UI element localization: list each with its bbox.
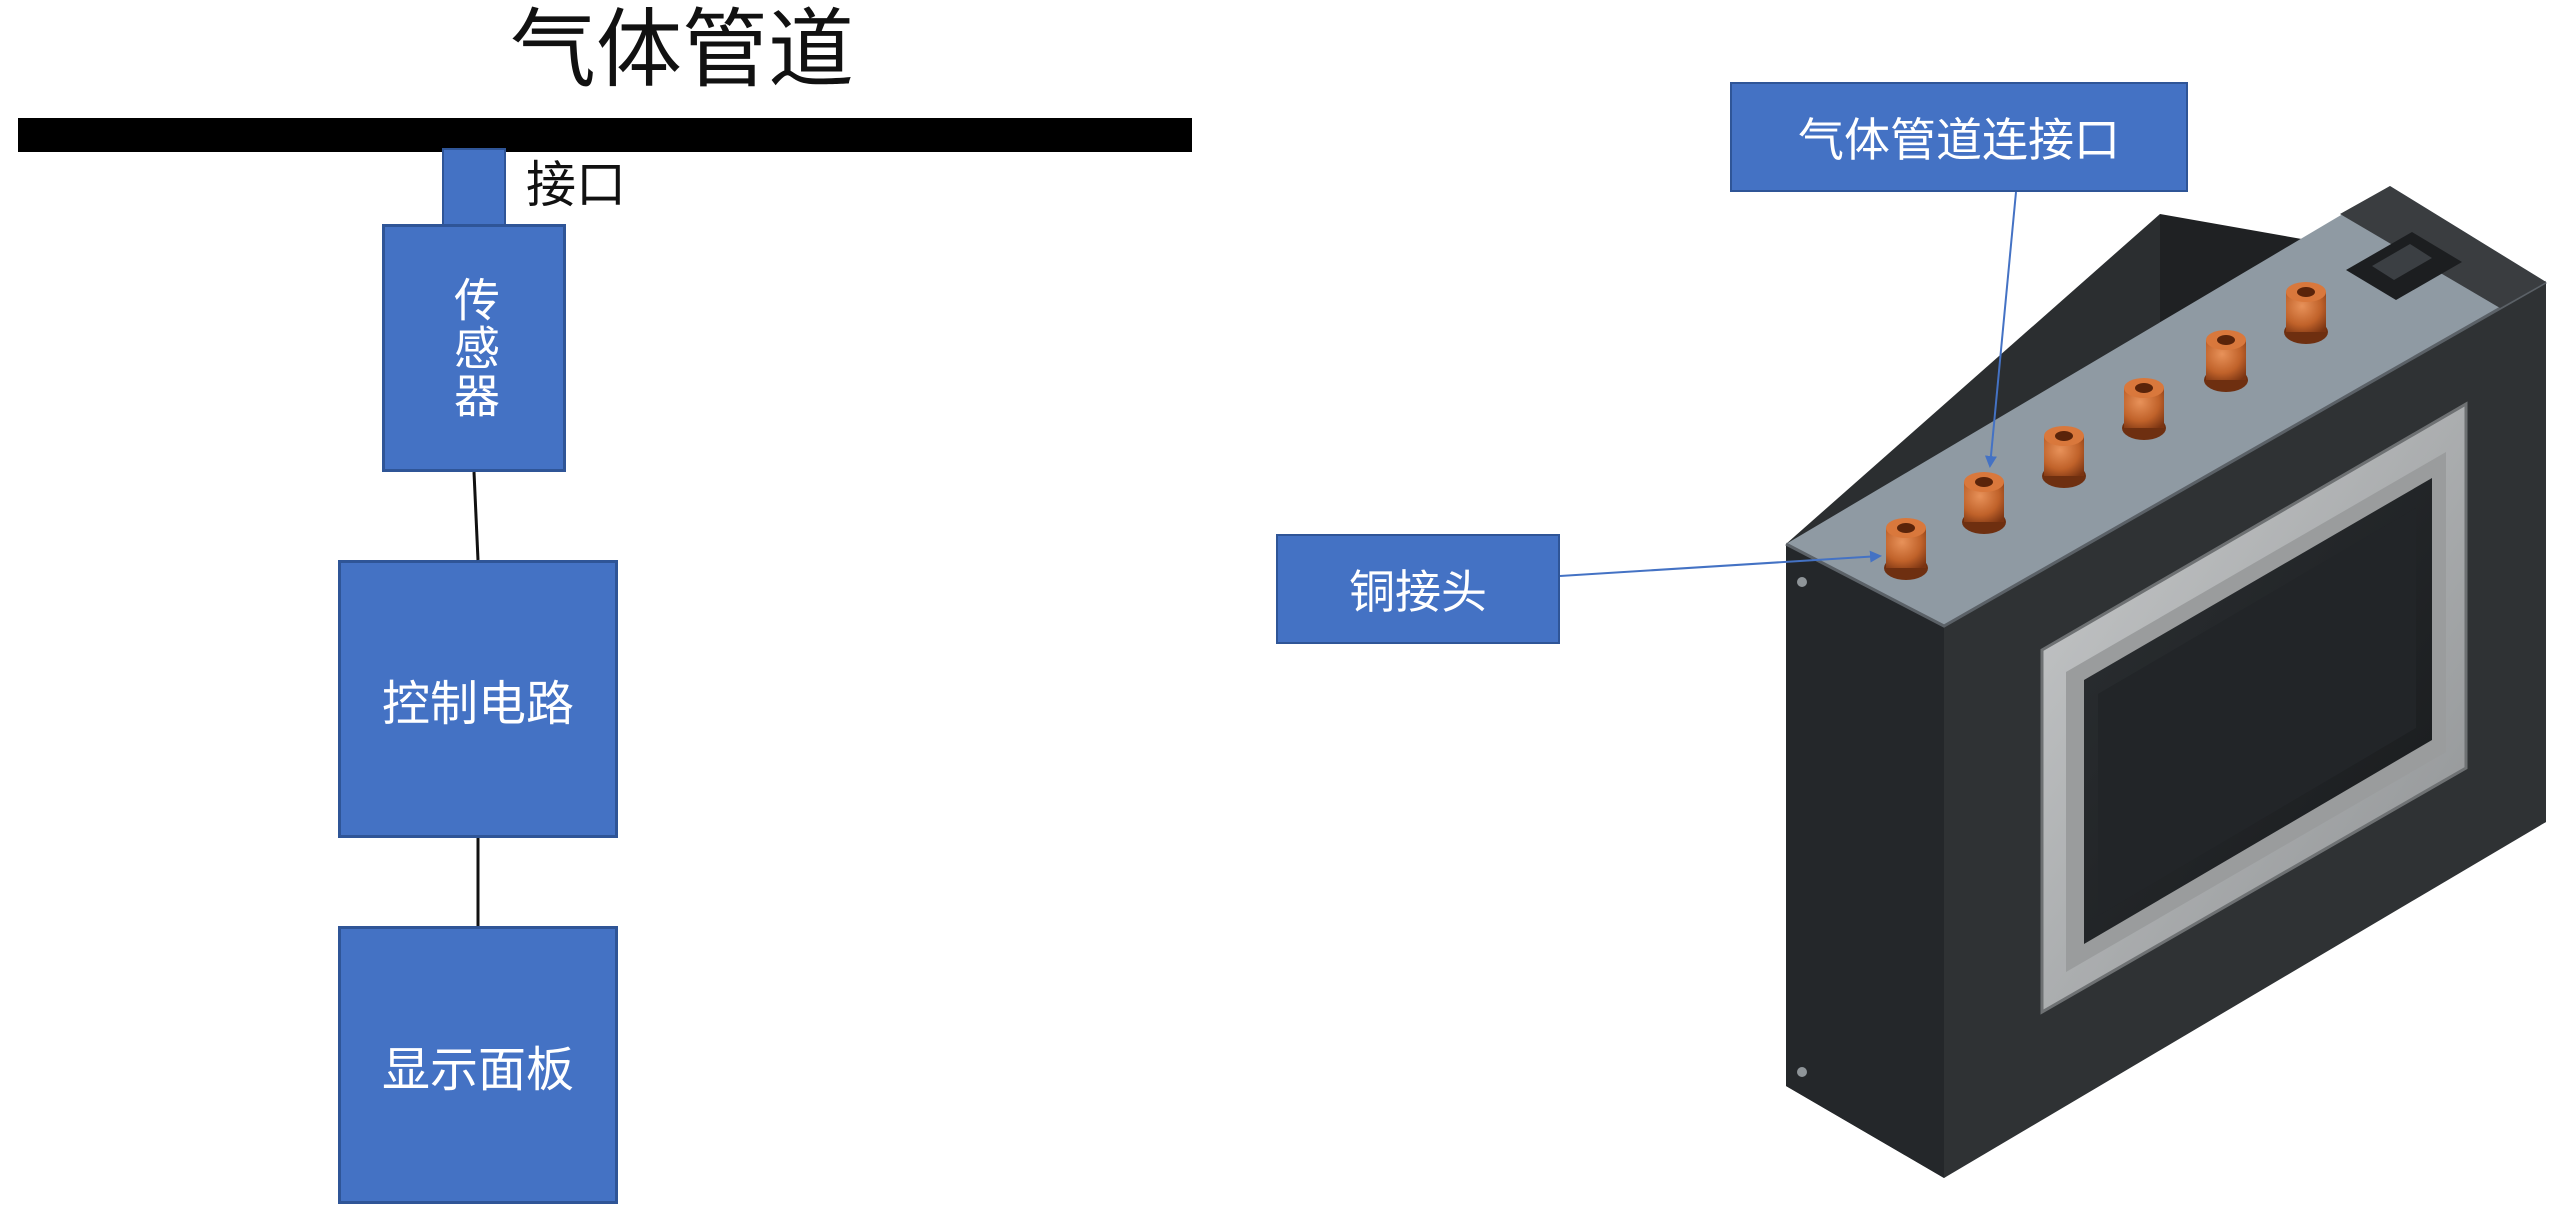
device-side-face <box>2160 214 2546 1006</box>
interface-block <box>442 148 506 226</box>
copper-fitting <box>2042 426 2086 488</box>
sensor-label: 传感器 <box>447 276 501 420</box>
copper-fittings-group <box>1884 282 2328 580</box>
power-socket-icon <box>2346 232 2462 300</box>
screw-icon <box>1797 577 1807 587</box>
device-top-face <box>1786 186 2546 626</box>
screw-icon <box>1797 1067 1807 1077</box>
copper-fitting <box>1962 472 2006 534</box>
screen-bezel <box>2040 401 2468 1015</box>
copper-fitting <box>2284 282 2328 344</box>
pipe-connection-callout-label: 气体管道连接口 <box>1798 113 2120 167</box>
copper-fitting-leader <box>1559 550 1882 577</box>
pipe-connection-leader <box>1984 191 2017 468</box>
device-left-edge <box>1786 544 1944 1178</box>
copper-fitting <box>1884 518 1928 580</box>
copper-fitting <box>2122 378 2166 440</box>
device-main-face <box>1944 282 2546 1178</box>
pipe-title: 气体管道 <box>510 0 854 100</box>
control-circuit-block: 控制电路 <box>338 560 618 838</box>
display-screen <box>2084 478 2432 944</box>
display-panel-label: 显示面板 <box>381 1042 574 1098</box>
copper-fitting-callout-label: 铜接头 <box>1349 565 1487 619</box>
copper-fitting-callout: 铜接头 <box>1276 534 1560 644</box>
pipe-connection-callout: 气体管道连接口 <box>1730 82 2188 192</box>
control-circuit-label: 控制电路 <box>381 676 574 732</box>
copper-fitting <box>2204 330 2248 392</box>
device-front-face <box>1786 214 2160 1178</box>
interface-label: 接口 <box>526 156 626 214</box>
gas-pipe-bar <box>18 118 1192 152</box>
display-panel-block: 显示面板 <box>338 926 618 1204</box>
sensor-control-line <box>472 471 480 561</box>
sensor-block: 传感器 <box>382 224 566 472</box>
